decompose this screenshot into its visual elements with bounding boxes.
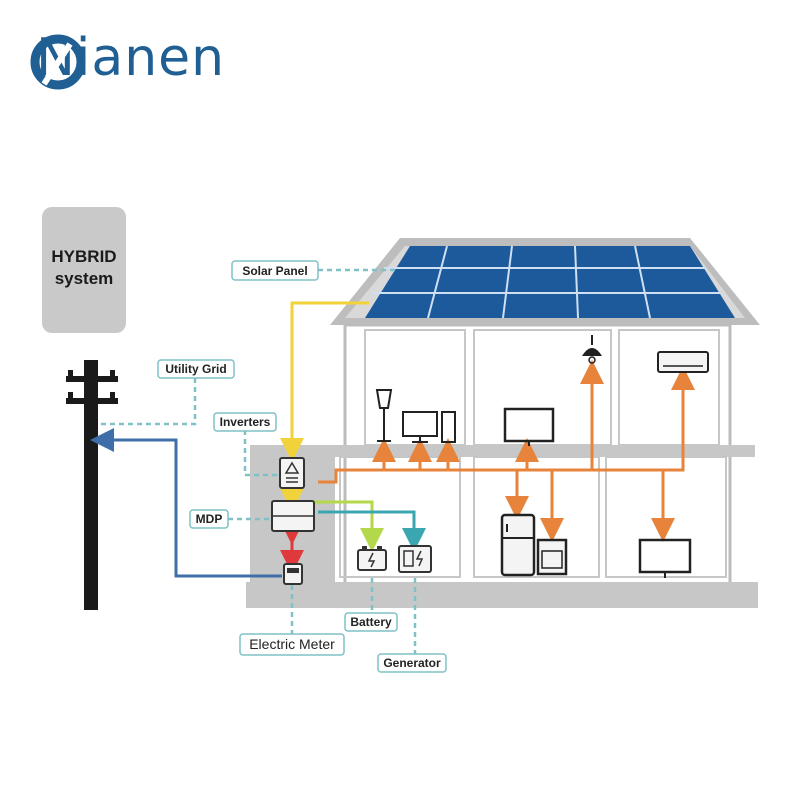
label-solar-panel: Solar Panel [231, 260, 319, 281]
tv-icon [503, 407, 555, 446]
solar-to-inverter-line [280, 301, 369, 462]
label-utility-grid: Utility Grid [157, 359, 235, 379]
load-distribution-lines [318, 360, 695, 542]
lamp-icon [375, 389, 393, 442]
mdp-to-battery-line [312, 500, 384, 552]
mdp-icon [271, 500, 315, 532]
grid-to-meter-line [90, 428, 282, 578]
meter-icon [283, 563, 303, 585]
label-battery: Battery [344, 612, 398, 632]
inverter-icon [279, 457, 305, 489]
label-mdp: MDP [189, 509, 229, 529]
svg-text:Electric Meter: Electric Meter [249, 636, 335, 652]
ceiling-light-icon [582, 335, 602, 364]
air-conditioner-icon [657, 351, 709, 373]
svg-text:MDP: MDP [196, 512, 223, 526]
generator-icon [398, 545, 432, 573]
svg-text:Solar Panel: Solar Panel [242, 264, 307, 278]
label-generator: Generator [377, 653, 447, 673]
svg-text:Generator: Generator [383, 656, 441, 670]
label-inverters: Inverters [213, 412, 277, 432]
label-electric-meter: Electric Meter [239, 633, 345, 656]
label-leaders [98, 268, 417, 654]
tv-icon [638, 538, 692, 578]
hybrid-subtitle: system [54, 269, 114, 288]
svg-text:Inverters: Inverters [220, 415, 271, 429]
solar-panel-icon [365, 245, 735, 319]
utility-pole-icon [66, 360, 118, 610]
hybrid-system-card: HYBRID system [42, 207, 126, 333]
oven-icon [536, 538, 568, 576]
svg-text:Utility Grid: Utility Grid [165, 362, 226, 376]
computer-icon [402, 411, 456, 443]
svg-text:Battery: Battery [350, 615, 392, 629]
mdp-to-generator-line [318, 510, 426, 552]
battery-icon [357, 546, 387, 571]
logo-mark-icon [30, 34, 86, 90]
hybrid-title: HYBRID [51, 247, 117, 266]
fridge-icon [500, 513, 536, 577]
